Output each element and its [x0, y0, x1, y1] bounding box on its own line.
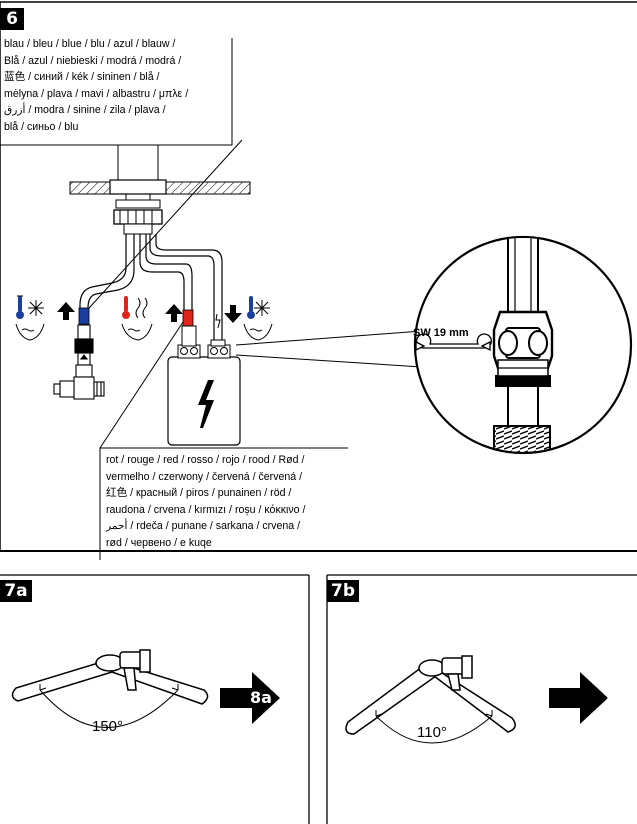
angle-arc-7a — [39, 684, 179, 728]
electricity-icon — [198, 380, 214, 428]
step-7b-number: 7b — [327, 580, 359, 602]
detail-magnifier — [413, 235, 633, 455]
angle-valve — [53, 324, 105, 400]
flow-up-arrow-cold — [57, 302, 75, 320]
hot-water-icon — [121, 296, 153, 341]
step-7a-number: 7a — [0, 580, 32, 602]
red-hose-marker — [182, 309, 194, 327]
panel-7a-frame — [0, 574, 310, 824]
panel-6-frame — [0, 1, 637, 552]
faucet-7a — [11, 649, 209, 705]
faucet-7b — [345, 655, 516, 735]
hose-lightning-icon — [215, 313, 221, 329]
flow-up-arrow-hot — [165, 304, 183, 322]
next-step-8b-label: 8b — [606, 688, 629, 707]
worktop — [69, 144, 251, 235]
cold-water-icon-right — [243, 296, 273, 341]
wrench-size-label: SW 19 mm — [413, 327, 469, 339]
blue-hose-marker — [78, 307, 90, 325]
flow-down-arrow — [224, 305, 242, 323]
wrench-icon — [415, 333, 492, 352]
red-color-translations: rot / rouge / red / rosso / rojo / rood … — [106, 454, 306, 549]
angle-label-7b: 110° — [417, 724, 447, 741]
detail-line-bottom — [235, 354, 423, 368]
red-callout-leader — [99, 321, 184, 449]
next-step-8a-label: 8a — [250, 688, 272, 707]
next-arrow-8b — [549, 672, 608, 724]
power-supply-box — [167, 325, 241, 446]
hoses — [79, 234, 223, 340]
blue-callout-leader — [79, 139, 243, 319]
step-6-number: 6 — [0, 8, 24, 30]
panel-7b-frame — [326, 574, 637, 824]
blue-callout-box — [0, 38, 233, 146]
detail-line-top — [235, 330, 423, 346]
angle-label-7a: 150° — [92, 718, 124, 735]
angle-arc-7b — [375, 710, 493, 744]
blue-color-translations: blau / bleu / blue / blu / azul / blauw … — [4, 38, 189, 133]
next-arrow-8a — [220, 672, 280, 724]
cold-water-icon-left — [15, 295, 45, 341]
